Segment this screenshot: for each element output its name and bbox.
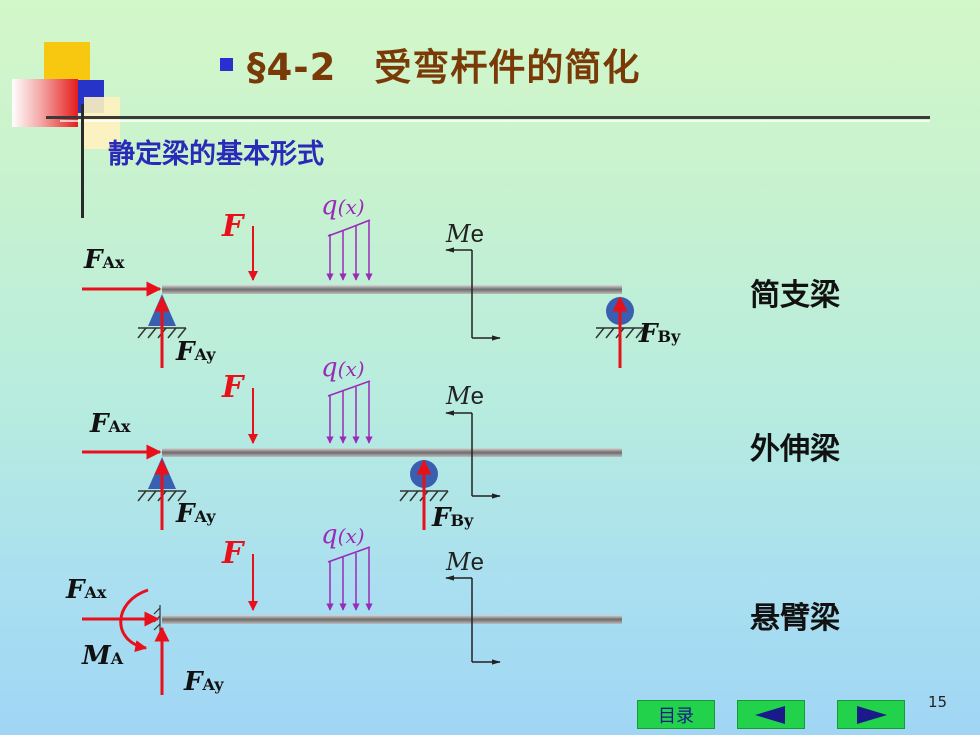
beam-body [162,285,622,294]
deco-square-cream [84,97,120,149]
deco-horizontal-rule-shadow [60,120,930,122]
section-subtitle: 静定梁的基本形式 [108,139,324,170]
label-FAy: FAy [175,337,216,367]
label-FAy: FAy [183,667,224,697]
next-arrow-icon [857,705,887,724]
cantilever-beam-diagram: F q(x) Me FAx MA FAy [65,520,622,697]
deco-vertical-rule [81,104,84,218]
overhanging-beam-diagram: F q(x) Me FAx FAy FBy [82,353,622,533]
label-q: q(x) [321,353,365,383]
label-Me: Me [445,220,484,248]
toc-button[interactable]: 目录 [637,700,715,729]
beam-body [162,615,622,624]
ground-hatch-icon [137,327,187,339]
label-FBy: FBy [431,503,474,533]
beam-name-cantilever: 悬臂梁 [750,601,840,636]
label-MA: MA [81,641,124,671]
deco-horizontal-rule [46,116,930,119]
label-Me: Me [445,382,484,410]
label-Me: Me [445,548,484,576]
label-FAy: FAy [175,499,216,529]
page-number: 15 [928,693,948,711]
label-q: q(x) [321,191,365,221]
next-button[interactable] [837,700,905,729]
title-row: §4-2 受弯杆件的简化 [220,38,640,90]
beam-name-overhanging: 外伸梁 [750,432,840,467]
toc-button-label: 目录 [658,705,694,727]
label-FBy: FBy [638,319,681,349]
deco-square-red [12,79,78,127]
label-F: F [221,370,246,405]
title-bullet [220,57,233,71]
label-F: F [221,209,246,244]
label-FAx: FAx [89,409,131,439]
prev-arrow-icon [755,705,785,724]
couple-moment-icon [445,410,501,499]
label-q: q(x) [321,520,365,550]
label-FAx: FAx [65,575,107,605]
couple-moment-icon [445,575,501,665]
couple-moment-icon [445,247,501,341]
prev-button[interactable] [737,700,805,729]
label-FAx: FAx [83,245,125,275]
distributed-load-icon [326,380,373,444]
beam-body [162,448,622,457]
simply-supported-beam-diagram: F q(x) Me FAx FAy FBy [82,191,681,368]
distributed-load-icon [326,219,373,281]
distributed-load-icon [326,546,373,611]
moment-MA-arrow [119,588,149,653]
label-F: F [221,536,246,571]
beam-name-simply-supported: 简支梁 [750,278,840,313]
page-title: §4-2 受弯杆件的简化 [247,46,641,89]
